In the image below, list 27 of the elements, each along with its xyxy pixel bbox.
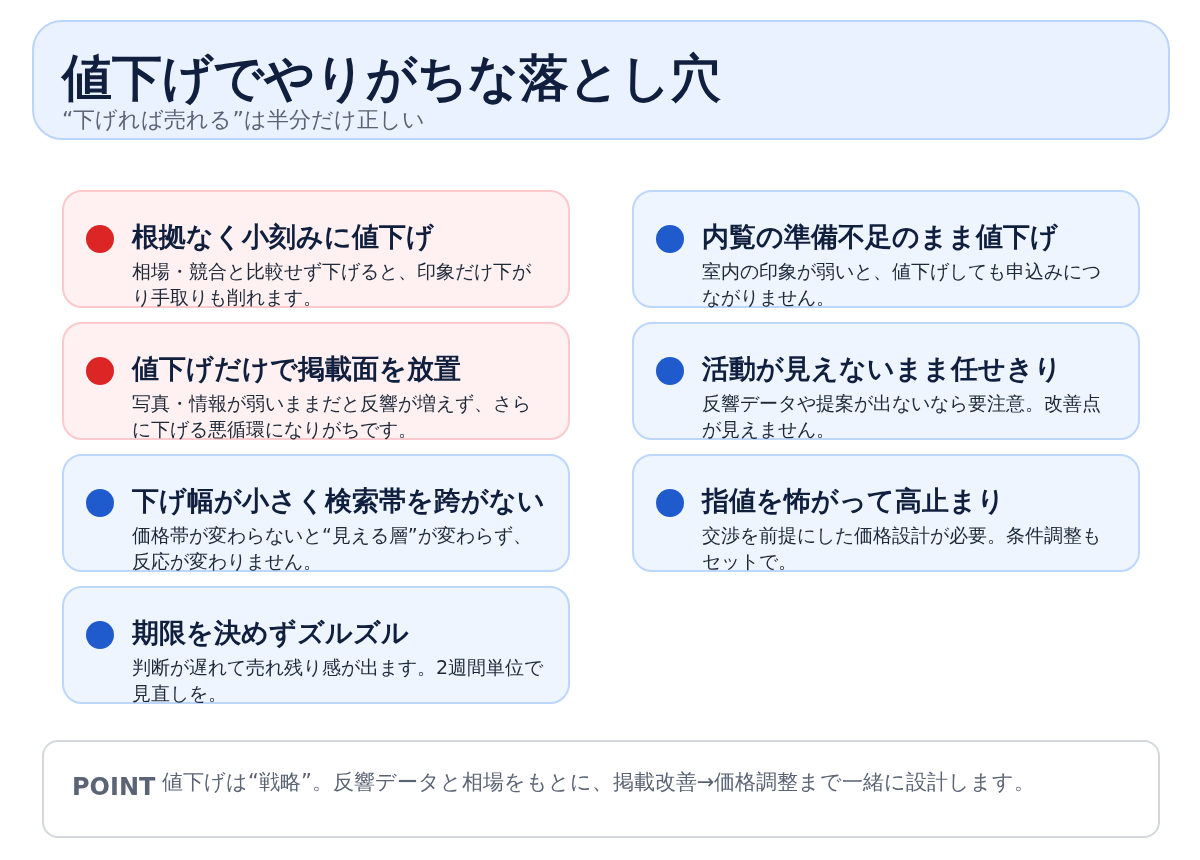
card-text: 相場・競合と比較せず下げると、印象だけ下がり手取りも削れます。	[132, 259, 532, 310]
pitfall-card	[62, 190, 570, 308]
card-heading: 活動が見えないまま任せきり	[702, 352, 1062, 386]
pitfall-card	[62, 322, 570, 440]
card-heading: 指値を怖がって高止まり	[702, 484, 1005, 518]
pitfall-card	[62, 586, 570, 704]
card-heading: 下げ幅が小さく検索帯を跨がない	[132, 484, 545, 518]
card-heading: 期限を決めずズルズル	[132, 616, 409, 650]
card-text: 反響データや提案が出ないなら要注意。改善点が見えません。	[702, 391, 1102, 442]
pitfall-card	[632, 454, 1140, 572]
card-text: 室内の印象が弱いと、値下げしても申込みにつながりません。	[702, 259, 1102, 310]
point-label: POINT	[72, 772, 156, 803]
point-box	[42, 740, 1160, 838]
pitfall-card	[62, 454, 570, 572]
pitfall-card	[632, 190, 1140, 308]
card-heading: 内覧の準備不足のまま値下げ	[702, 220, 1058, 254]
card-text: 写真・情報が弱いままだと反響が増えず、さらに下げる悪循環になりがちです。	[132, 391, 532, 442]
point-text: 値下げは“戦略”。反響データと相場をもとに、掲載改善→価格調整まで一緒に設計します。	[162, 769, 1037, 796]
card-text: 交渉を前提にした価格設計が必要。条件調整もセットで。	[702, 523, 1102, 574]
subtitle: “下げれば売れる”は半分だけ正しい	[62, 106, 425, 134]
card-heading: 根拠なく小刻みに値下げ	[132, 220, 434, 254]
card-text: 判断が遅れて売れ残り感が出ます。2週間単位で見直しを。	[132, 655, 545, 706]
card-text: 価格帯が変わらないと“見える層”が変わらず、反応が変わりません。	[132, 523, 533, 574]
title: 値下げでやりがちな落とし穴	[62, 48, 721, 108]
pitfall-card	[632, 322, 1140, 440]
card-heading: 値下げだけで掲載面を放置	[132, 352, 461, 386]
header-panel	[32, 20, 1170, 140]
